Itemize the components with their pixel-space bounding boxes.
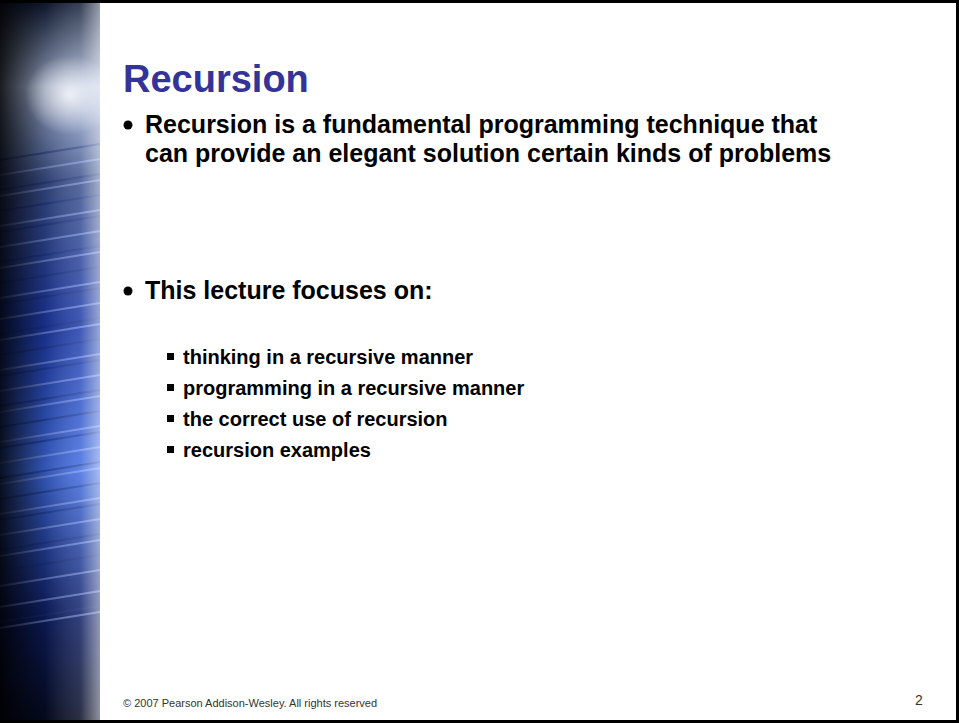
bullet-text: Recursion is a fundamental programming t… [145,110,845,168]
page-number: 2 [915,692,945,709]
bullet-text: This lecture focuses on: [145,276,845,305]
bullet-dot [124,121,133,130]
bottom-border [0,720,959,723]
sub-bullet-text: the correct use of recursion [183,407,783,431]
bullet-square [167,353,174,360]
sub-bullet-text: thinking in a recursive manner [183,345,783,369]
top-border [0,0,959,3]
strip-glow [25,55,115,135]
bullet-square [167,415,174,422]
footer-text: © 2007 Pearson Addison-Wesley. All right… [123,696,623,710]
bullet-square [167,446,174,453]
sub-bullet-text: recursion examples [183,438,783,462]
sub-bullet-text: programming in a recursive manner [183,376,783,400]
right-border [956,0,959,723]
bullet-dot [124,287,133,296]
bullet-square [167,384,174,391]
slide-title: Recursion [123,56,309,102]
